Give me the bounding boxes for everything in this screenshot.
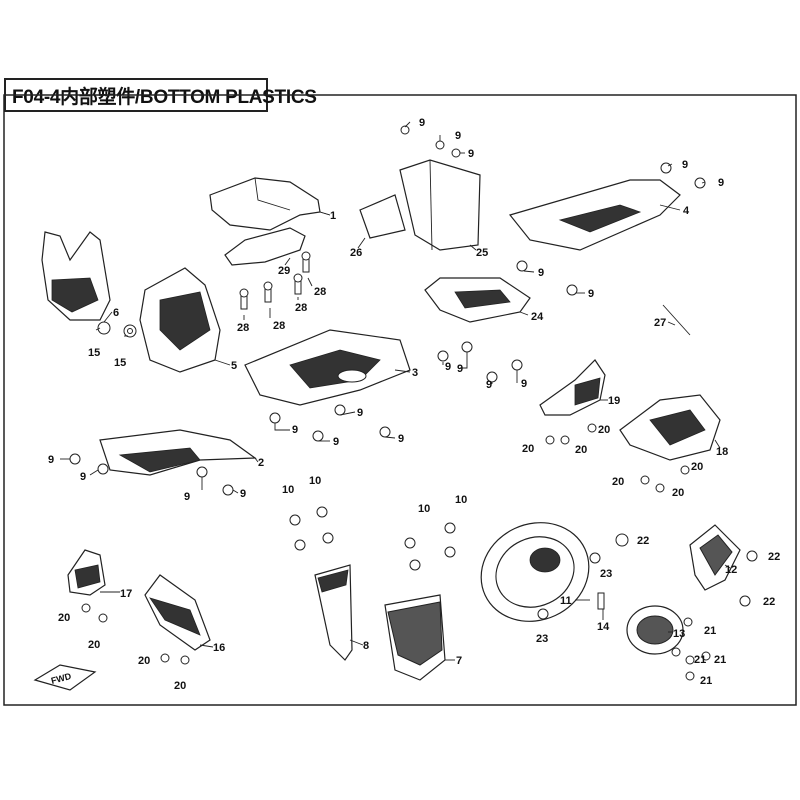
part-13-round-cover: [626, 605, 711, 681]
callout-28: 28: [295, 302, 307, 314]
callout-9: 9: [521, 378, 527, 390]
callout-4: 4: [683, 205, 690, 217]
callout-28: 28: [237, 322, 249, 334]
callout-9: 9: [588, 288, 594, 300]
part-25-shroud: [359, 125, 481, 251]
callout-1: 1: [330, 210, 336, 222]
diagram-frame: [3, 94, 797, 706]
callout-22: 22: [637, 535, 649, 547]
part-17-guard: [67, 549, 108, 623]
part-29-bracket: [224, 227, 306, 266]
part-4-long-plate: [508, 162, 706, 296]
callout-20: 20: [691, 461, 703, 473]
part-7-cover: [384, 522, 456, 681]
callout-7: 7: [456, 655, 462, 667]
callout-9: 9: [718, 177, 724, 189]
diagram-title: F04-4内部塑件/BOTTOM PLASTICS: [12, 86, 317, 108]
callout-10: 10: [282, 484, 294, 496]
callout-2: 2: [258, 457, 264, 469]
bolts-28: [239, 251, 311, 310]
callout-23: 23: [600, 568, 612, 580]
part-27-rod: [662, 304, 691, 336]
part-3-skid-plate: [244, 329, 411, 406]
callout-22: 22: [763, 596, 775, 608]
callout-3: 3: [412, 367, 418, 379]
callout-20: 20: [575, 444, 587, 456]
callout-labels: 1 2 3 4 5 6 7 8 9 9 9 9 9 9 9 9 9 9 9 9 …: [48, 117, 780, 692]
callout-24: 24: [531, 311, 544, 323]
callout-23: 23: [536, 633, 548, 645]
callout-18: 18: [716, 446, 728, 458]
callout-14: 14: [597, 621, 610, 633]
callout-9: 9: [80, 471, 86, 483]
callout-20: 20: [88, 639, 100, 651]
callout-27: 27: [654, 317, 666, 329]
callout-9: 9: [292, 424, 298, 436]
part-18-guard: [619, 394, 721, 493]
callout-9: 9: [455, 130, 461, 142]
callout-20: 20: [138, 655, 150, 667]
callout-8: 8: [363, 640, 369, 652]
callout-21: 21: [700, 675, 712, 687]
callout-9: 9: [419, 117, 425, 129]
callout-20: 20: [612, 476, 624, 488]
part-11-cvt-cover: [480, 522, 629, 622]
callout-28: 28: [273, 320, 285, 332]
part-19-guard: [539, 359, 606, 445]
callout-12: 12: [725, 564, 737, 576]
part-2-lower-guard: [69, 429, 257, 496]
callout-15: 15: [114, 357, 126, 369]
callout-20: 20: [174, 680, 186, 692]
callout-20: 20: [672, 487, 684, 499]
callout-22: 22: [768, 551, 780, 563]
callout-20: 20: [598, 424, 610, 436]
callout-20: 20: [522, 443, 534, 455]
callout-9: 9: [357, 407, 363, 419]
callout-10: 10: [309, 475, 321, 487]
callout-25: 25: [476, 247, 488, 259]
bolts-9-skid: [269, 404, 391, 442]
part-12-side-panel: [689, 524, 758, 607]
callout-9: 9: [240, 488, 246, 500]
callout-15: 15: [88, 347, 100, 359]
callout-9: 9: [184, 491, 190, 503]
callout-21: 21: [704, 625, 716, 637]
callout-9: 9: [445, 361, 451, 373]
callout-9: 9: [48, 454, 54, 466]
callout-5: 5: [231, 360, 237, 372]
callout-9: 9: [682, 159, 688, 171]
callout-9: 9: [333, 436, 339, 448]
callout-6: 6: [113, 307, 119, 319]
part-1-upper-panel: [209, 177, 331, 231]
part-24-bracket: [424, 277, 531, 383]
part-16-guard: [144, 574, 211, 665]
callout-9: 9: [486, 379, 492, 391]
fwd-arrow: FWD: [33, 664, 97, 691]
callout-16: 16: [213, 642, 225, 654]
callout-20: 20: [58, 612, 70, 624]
callout-17: 17: [120, 588, 132, 600]
callout-21: 21: [694, 654, 706, 666]
callout-29: 29: [278, 265, 290, 277]
callout-9: 9: [398, 433, 404, 445]
callout-11: 11: [560, 595, 572, 607]
callout-10: 10: [418, 503, 430, 515]
part-8-cover: [289, 506, 353, 661]
callout-9: 9: [468, 148, 474, 160]
callout-10: 10: [455, 494, 467, 506]
callout-9: 9: [538, 267, 544, 279]
callout-28: 28: [314, 286, 326, 298]
part-6-left-side-panel: [41, 231, 137, 338]
callout-13: 13: [673, 628, 685, 640]
part-5-side-cover: [139, 267, 221, 373]
callout-9: 9: [457, 363, 463, 375]
callout-26: 26: [350, 247, 362, 259]
callout-21: 21: [714, 654, 726, 666]
leader-lines: [60, 121, 731, 661]
callout-19: 19: [608, 395, 620, 407]
